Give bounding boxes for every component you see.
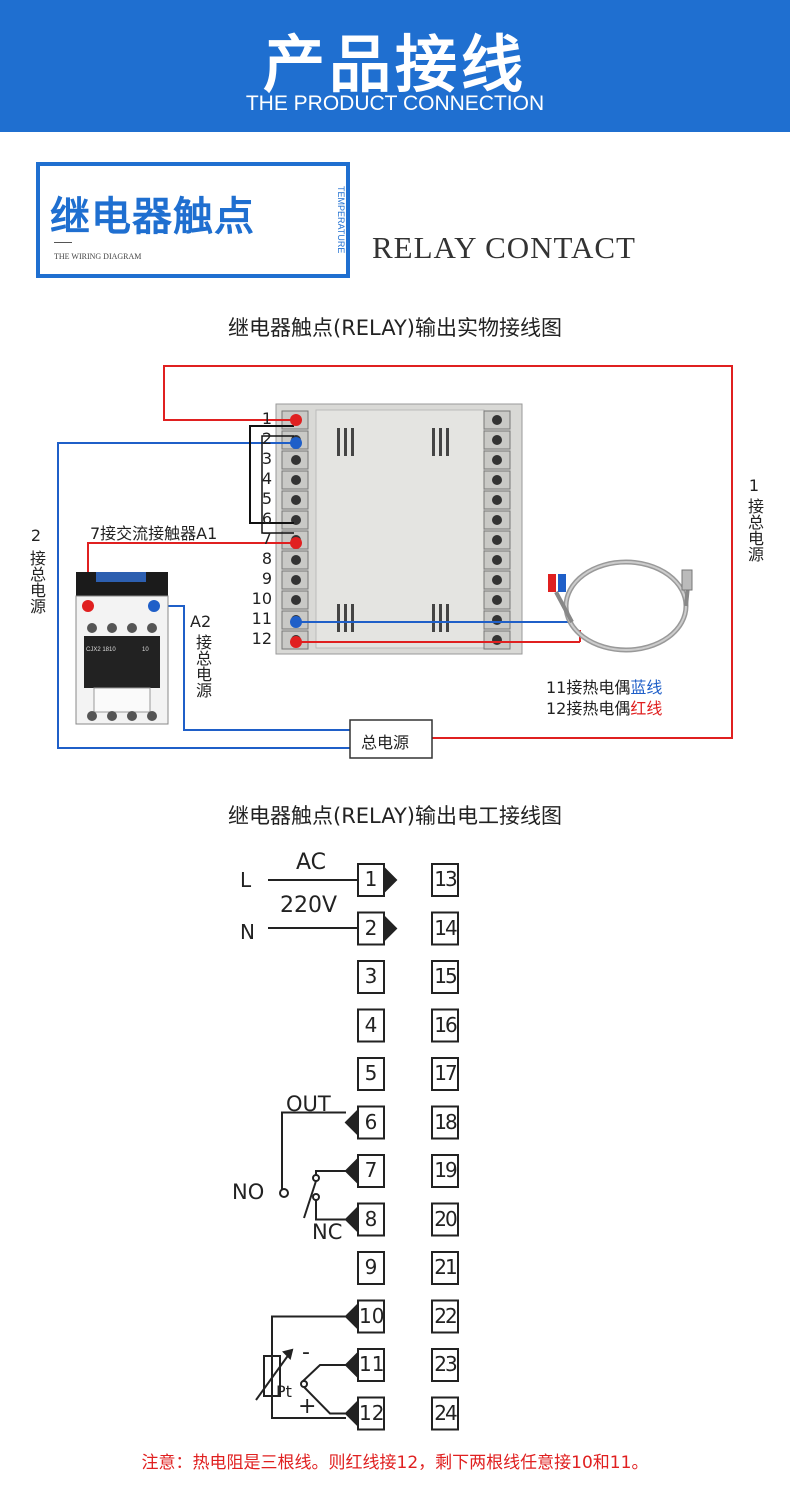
thermo-blue-label: 11接热电偶蓝线: [546, 678, 663, 697]
svg-text:CJX2 1810: CJX2 1810: [86, 647, 116, 653]
schematic-terminal-right-number: 14: [434, 915, 457, 940]
schematic-terminal-left-number: 10: [359, 1303, 385, 1328]
power-box: [349, 719, 433, 759]
label-a2: 接总电源: [193, 634, 212, 698]
terminal-screws-right: [483, 410, 511, 650]
schematic-terminal-left-number: 2: [364, 915, 378, 940]
schematic-heading: 继电器触点(RELAY)输出电工接线图: [228, 804, 562, 828]
svg-text:10: 10: [142, 647, 149, 653]
terminal-number: 11: [251, 609, 272, 628]
thermo-red-label: 12接热电偶红线: [546, 699, 663, 718]
terminal-dot-12: [290, 636, 302, 648]
jumper-wire-2: [261, 435, 294, 534]
schematic-terminal-right-number: 22: [434, 1303, 457, 1328]
label-a1: 7接交流接触器A1: [90, 524, 218, 543]
physical-diagram-heading: 继电器触点(RELAY)输出实物接线图: [228, 316, 562, 340]
schematic-terminal-left-number: 8: [364, 1206, 378, 1231]
schematic-terminal-right-number: 20: [434, 1206, 457, 1231]
controller-vents: [337, 428, 449, 632]
terminal-number: 10: [251, 589, 272, 608]
power-box-label: 总电源: [361, 733, 410, 752]
terminal-dot-2: [290, 437, 302, 449]
terminal-number: 9: [261, 569, 272, 588]
schematic-terminal-left-number: 12: [359, 1400, 385, 1425]
schematic-terminal-right-number: 23: [434, 1352, 457, 1376]
section-title-en: RELAY CONTACT: [372, 230, 636, 265]
label-220V: 220V: [280, 893, 338, 918]
terminal-number: 1: [261, 409, 272, 428]
label-AC: AC: [296, 850, 327, 875]
label-NC: NC: [312, 1220, 343, 1244]
schematic-terminal-left-number: 9: [364, 1255, 378, 1279]
schematic-terminal-right-number: 13: [434, 867, 457, 891]
schematic-terminal-left-number: 1: [364, 867, 378, 891]
schematic-terminal-left-number: 7: [364, 1158, 378, 1182]
terminal-dot-1: [290, 414, 302, 426]
label-L: L: [240, 868, 252, 892]
terminal-dot-7: [290, 537, 302, 549]
schematic-terminal-left-number: 3: [364, 964, 378, 988]
label-OUT: OUT: [286, 1092, 331, 1116]
label-N: N: [240, 920, 255, 944]
schematic-terminal-right-number: 17: [434, 1061, 457, 1085]
page-title: 产品接线: [262, 28, 527, 101]
terminal-number: 6: [261, 509, 272, 528]
label-Pt: Pt: [276, 1382, 292, 1401]
section-vertical-label: TEMPERATURE: [336, 186, 346, 254]
terminal-number: 3: [261, 449, 272, 468]
controller-face: [315, 409, 485, 649]
label-minus: -: [302, 1340, 310, 1365]
thermocouple-probe: [548, 559, 693, 653]
a2-wire: [160, 605, 350, 731]
label-plus: +: [298, 1394, 317, 1419]
blue-power-wire: [57, 442, 350, 749]
section-divider: [54, 242, 72, 243]
terminal-dot-11: [290, 616, 302, 628]
terminal-number: 8: [261, 549, 272, 568]
section-title-cn: 继电器触点: [50, 194, 255, 240]
schematic-terminal-left-number: 4: [364, 1012, 378, 1037]
label-left-num: 2: [30, 526, 42, 545]
section-title-box: 继电器触点 THE WIRING DIAGRAM TEMPERATURE: [36, 162, 350, 278]
warning-note: 注意：热电阻是三根线。则红线接12，剩下两根线任意接10和11。: [141, 1453, 649, 1473]
physical-wiring-diagram: CJX2 1810 10: [57, 365, 733, 759]
jumper-wire-1: [249, 425, 294, 524]
page-subtitle: THE PRODUCT CONNECTION: [245, 92, 545, 115]
header-banner: 产品接线 THE PRODUCT CONNECTION: [0, 0, 790, 132]
terminal-number: 2: [261, 429, 272, 448]
schematic-terminal-right-number: 24: [434, 1400, 457, 1425]
section-small-label: THE WIRING DIAGRAM: [54, 252, 142, 261]
schematic-terminal-left-number: 5: [364, 1061, 378, 1085]
terminal-number: 4: [261, 469, 272, 488]
terminal-number: 7: [261, 529, 272, 548]
label-a2-num: A2: [190, 612, 212, 631]
schematic-terminal-left-number: 11: [359, 1352, 385, 1376]
terminal-number: 12: [251, 629, 272, 648]
label-NO: NO: [232, 1180, 265, 1204]
label-right: 接总电源: [745, 498, 764, 562]
schematic-terminal-left-number: 6: [364, 1109, 378, 1134]
schematic-terminal-right-number: 21: [434, 1255, 457, 1279]
terminal-number: 5: [261, 489, 272, 508]
label-left: 接总电源: [27, 550, 46, 614]
schematic-terminal-right-number: 16: [434, 1012, 457, 1037]
schematic-terminal-right-number: 18: [434, 1109, 457, 1134]
schematic-terminal-right-number: 15: [434, 964, 457, 988]
label-right-num: 1: [748, 476, 760, 495]
contactor: CJX2 1810 10: [75, 572, 169, 725]
red-power-wire: [163, 365, 733, 739]
schematic-terminal-right-number: 19: [434, 1158, 457, 1182]
